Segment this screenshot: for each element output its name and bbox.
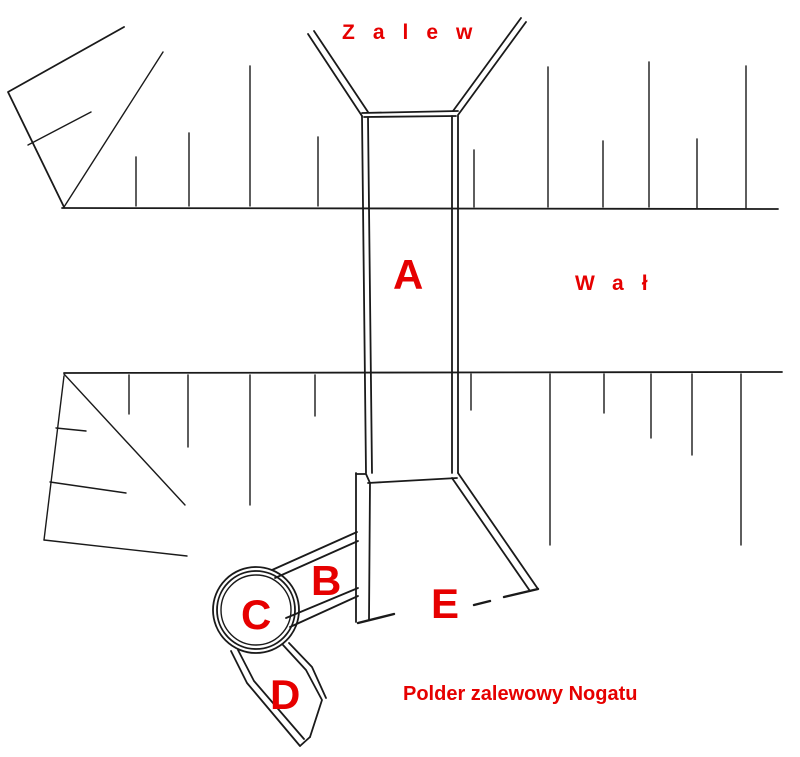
zalew-label: Zalew [342, 21, 491, 44]
label-a: A [393, 251, 424, 298]
label-b: B [311, 557, 342, 604]
outlet-basin [355, 472, 540, 625]
label-e: E [431, 580, 460, 627]
inlet-funnel [307, 17, 527, 118]
well-c [212, 566, 300, 654]
upper-embankment [7, 26, 779, 210]
diagram-caption: Polder zalewowy Nogatu [403, 683, 638, 705]
wal-label: Wał [575, 272, 666, 295]
lower-embankment [43, 371, 783, 557]
label-d: D [270, 671, 301, 718]
label-c: C [241, 591, 272, 638]
channel-d [230, 642, 327, 747]
channel-a [361, 115, 459, 474]
pipe-b [271, 531, 359, 628]
